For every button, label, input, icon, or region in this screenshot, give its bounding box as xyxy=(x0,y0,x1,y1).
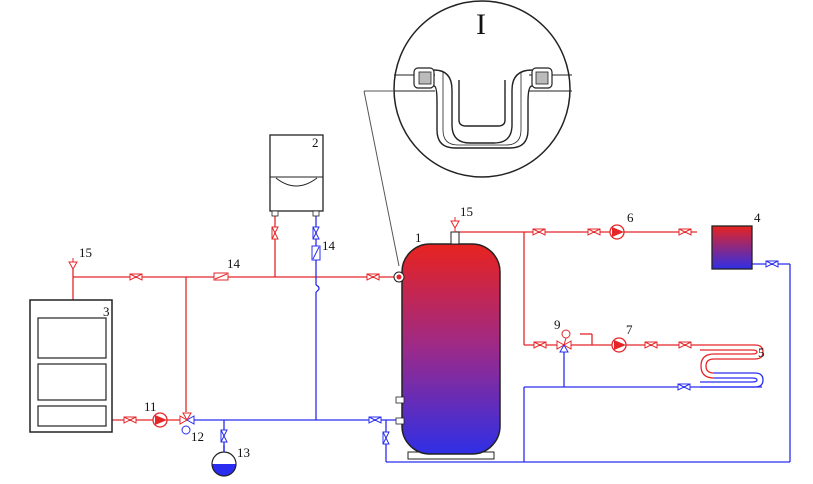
buffer-tank xyxy=(393,231,501,460)
radiator xyxy=(711,225,753,270)
component-labels: 1 2 3 4 5 6 7 9 11 12 13 14 14 15 15 xyxy=(79,135,765,460)
gas-boiler xyxy=(269,134,324,217)
hot-pipes xyxy=(72,216,700,421)
mixing-valve-boiler xyxy=(179,412,195,435)
label-check-valve-gas: 14 xyxy=(322,238,336,253)
label-gas-boiler: 2 xyxy=(312,135,319,150)
pump-radiator xyxy=(609,224,625,240)
air-vent-left xyxy=(68,258,78,271)
label-air-vent-left: 15 xyxy=(79,245,92,260)
label-tank: 1 xyxy=(415,230,422,245)
label-mixing-valve-floor: 9 xyxy=(554,317,561,332)
label-mixing-valve-boiler: 12 xyxy=(191,429,204,444)
label-pump-boiler: 11 xyxy=(144,399,157,414)
pump-floor xyxy=(611,337,627,353)
pump-boiler xyxy=(152,412,168,428)
label-check-valve-left: 14 xyxy=(227,256,241,271)
shutoff-valves xyxy=(123,226,779,445)
label-pump-radiator: 6 xyxy=(627,210,634,225)
solid-fuel-boiler xyxy=(29,299,113,433)
label-expansion-tank: 13 xyxy=(237,445,250,460)
mixing-valve-floor xyxy=(556,329,572,353)
air-vent-tank xyxy=(450,217,460,232)
floor-coil-hot-inner xyxy=(700,349,758,379)
label-pump-floor: 7 xyxy=(626,322,633,337)
label-solid-boiler: 3 xyxy=(103,304,110,319)
label-radiator: 4 xyxy=(754,210,761,225)
floor-coil-hot xyxy=(700,344,764,374)
floor-coil-cold xyxy=(700,372,764,388)
detail-view-I: I xyxy=(363,0,572,267)
label-air-vent-tank: 15 xyxy=(460,204,473,219)
detail-label: I xyxy=(476,8,486,41)
expansion-tank xyxy=(211,445,237,477)
floor-coil-cold-inner xyxy=(700,377,758,383)
label-floor-coil: 5 xyxy=(758,345,765,360)
